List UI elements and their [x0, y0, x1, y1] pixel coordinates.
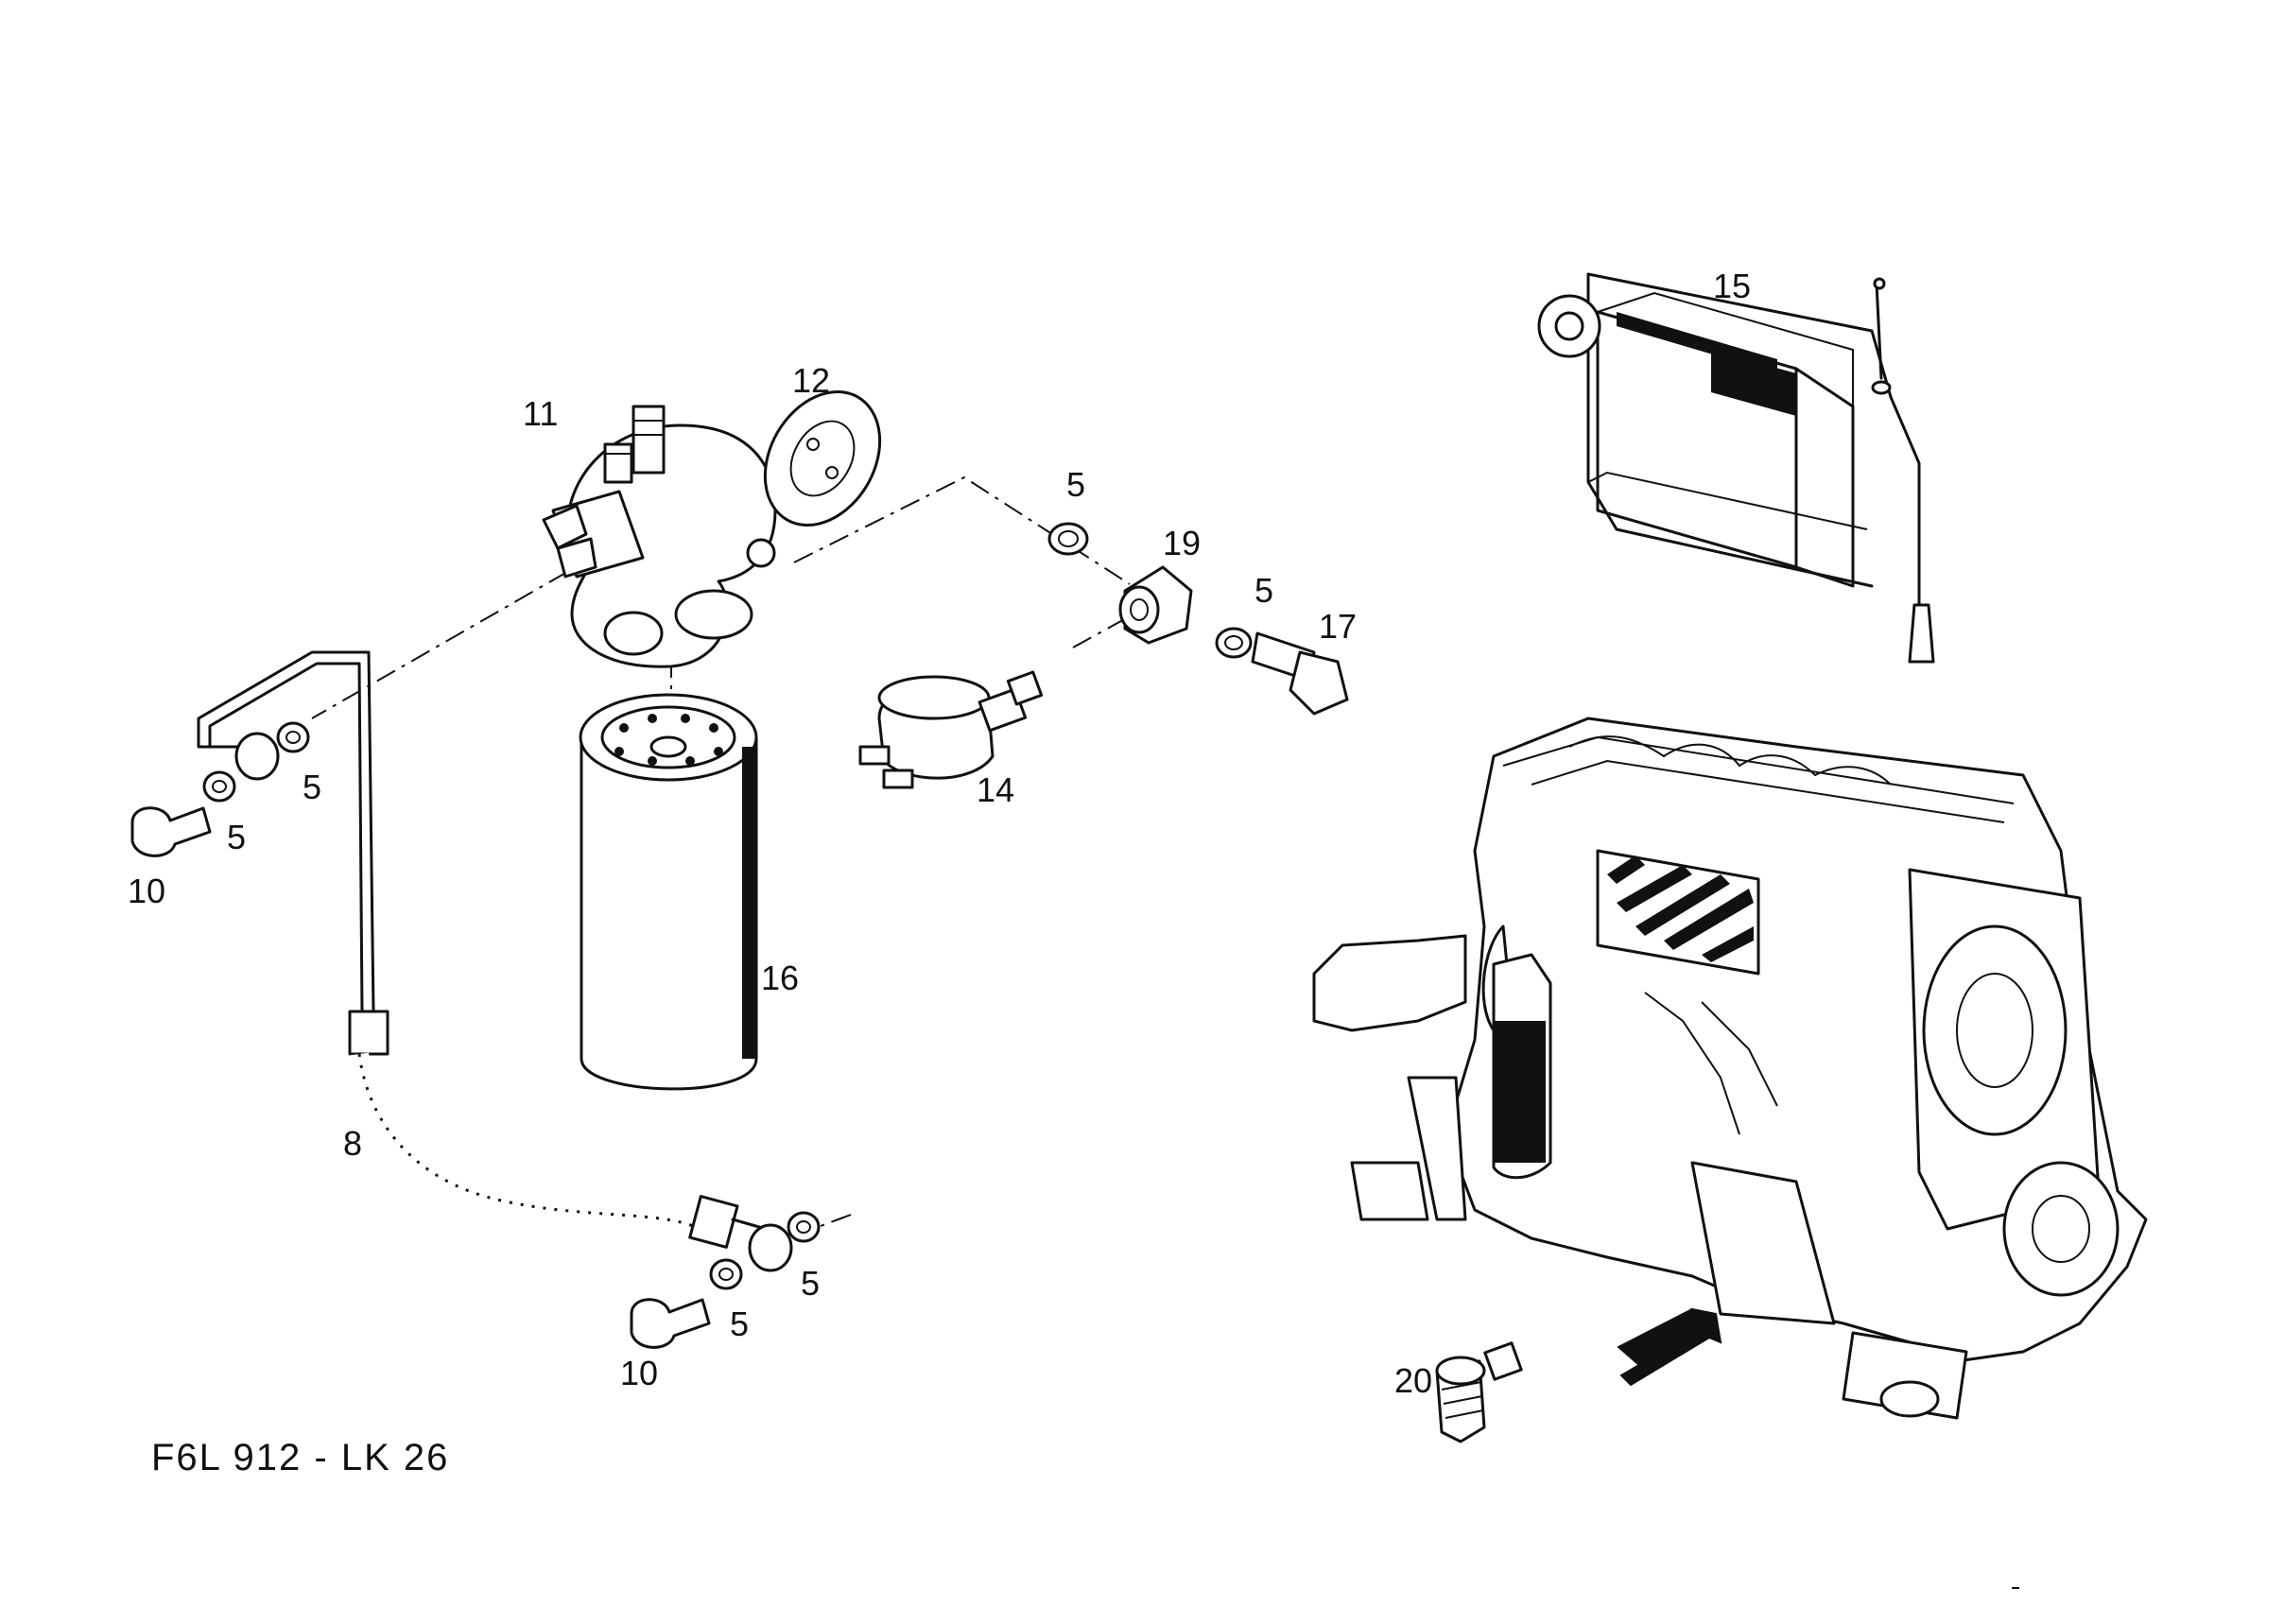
- label-part-17: 17: [1319, 607, 1357, 646]
- engine-assembly: [1312, 717, 2148, 1420]
- label-part-15: 15: [1713, 267, 1751, 305]
- label-part-14: 14: [977, 770, 1014, 809]
- label-part-10: 10: [128, 872, 165, 910]
- part-labels: 11 12 5 19 5 17 14 5 5 10 16 8 5 5 10 15…: [128, 267, 1751, 1478]
- label-part-12: 12: [792, 361, 830, 400]
- label-part-5: 5: [1066, 465, 1085, 504]
- pressure-switch: [858, 670, 1044, 789]
- oil-cooler: [1537, 272, 1935, 664]
- label-part-5: 5: [1254, 571, 1273, 610]
- label-part-8: 8: [343, 1124, 362, 1163]
- label-part-16: 16: [761, 959, 799, 997]
- adapter-fitting: [1435, 1341, 1523, 1443]
- label-part-5: 5: [227, 818, 246, 856]
- label-part-11: 11: [523, 394, 558, 433]
- filter-head: [542, 405, 777, 668]
- upper-pipe-assembly: [130, 650, 389, 1056]
- label-part-10: 10: [620, 1354, 658, 1392]
- diagram-title: F6L 912 - LK 26: [151, 1437, 449, 1478]
- label-part-20: 20: [1394, 1361, 1432, 1400]
- label-part-5: 5: [303, 768, 321, 806]
- arrow-right-up-icon: [1617, 1307, 1722, 1387]
- gasket: [763, 389, 882, 527]
- label-part-5: 5: [801, 1264, 820, 1303]
- label-part-19: 19: [1163, 524, 1201, 562]
- hose: [350, 1052, 821, 1349]
- filter-cartridge: [579, 693, 758, 1091]
- label-part-5: 5: [730, 1304, 749, 1343]
- banjo-fitting-group: [1047, 522, 1349, 716]
